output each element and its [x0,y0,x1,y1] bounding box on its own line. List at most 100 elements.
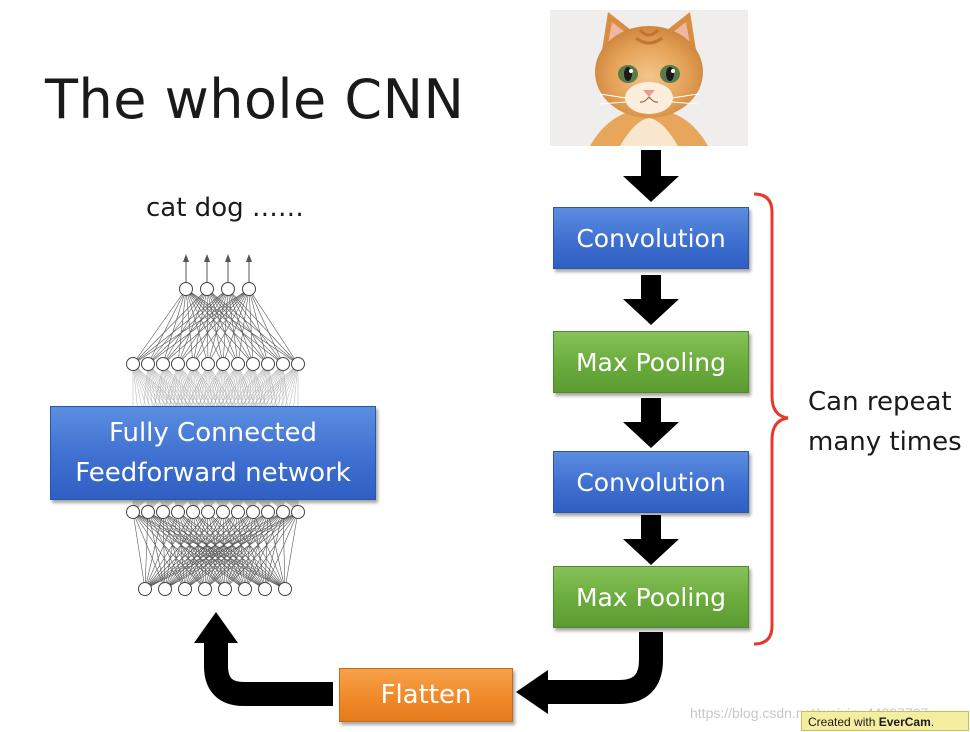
network-node [138,582,152,596]
network-edge [132,511,166,590]
network-edge [224,511,299,590]
network-edge [144,511,239,590]
network-edge [164,511,254,590]
network-node [246,505,260,519]
curved-arrow-to-flatten [546,632,663,704]
network-node [156,357,170,371]
arrow-head-icon [516,670,548,714]
network-node [238,582,252,596]
network-node [231,505,245,519]
network-edge [162,511,186,590]
stage-label: Convolution [576,223,726,253]
network-node [200,282,214,296]
stage-max-pooling-1: Max Pooling [553,331,749,393]
network-edge [147,288,250,365]
stage-max-pooling-2: Max Pooling [553,566,749,628]
network-edge [264,511,299,590]
network-node [171,357,185,371]
network-node [276,505,290,519]
repeat-bracket [753,192,789,646]
down-arrow-icon [623,398,679,448]
network-edge [184,511,254,590]
network-edge [244,511,284,590]
network-edge [147,288,187,365]
network-edge [164,511,239,590]
network-edge [164,511,284,590]
stage-label: Max Pooling [575,582,726,612]
network-node [246,357,260,371]
repeat-label-line2: many times [808,427,962,457]
network-edge [222,288,250,365]
fully-connected-box: Fully Connected Feedforward network [50,406,376,500]
network-edge [164,511,194,590]
network-edge [267,511,286,590]
slide-title: The whole CNN [45,68,465,131]
network-edge [184,511,284,590]
network-edge [144,511,254,590]
network-node [261,505,275,519]
network-edge [144,511,299,590]
network-edge [248,288,284,365]
output-arrow-icon [204,254,210,262]
network-node [171,505,185,519]
network-edge [222,288,229,365]
network-edge [224,511,269,590]
network-edge [162,288,187,365]
network-node [186,505,200,519]
network-edge [192,288,208,365]
network-edge [252,511,286,590]
output-labels: cat dog …… [146,193,304,223]
network-edge [264,511,269,590]
network-edge [147,511,186,590]
network-node [218,582,232,596]
network-node [126,357,140,371]
cat-image [550,10,748,146]
network-edge [164,511,209,590]
network-edge [207,288,229,365]
down-arrow-icon [623,515,679,565]
network-edge [162,288,229,365]
network-edge [177,288,208,365]
network-edge [204,511,269,590]
stage-label: Max Pooling [575,347,726,377]
network-edge [177,288,187,365]
network-edge [164,511,179,590]
network-edge [224,511,284,590]
network-edge [248,288,254,365]
network-edge [177,288,229,365]
network-node [276,357,290,371]
network-node [291,357,305,371]
network-edge [192,288,250,365]
network-edge [282,511,286,590]
output-arrow-icon [183,254,189,262]
evercam-brand: EverCam [878,715,931,729]
network-node [156,505,170,519]
network-edge [185,288,209,365]
network-node [291,505,305,519]
network-edge [162,288,250,365]
network-edge [164,511,269,590]
network-edge [244,511,299,590]
network-edge [177,288,250,365]
network-node [141,505,155,519]
network-node [216,505,230,519]
network-edge [184,511,299,590]
network-node [231,357,245,371]
network-node [126,505,140,519]
network-edge [132,288,229,365]
flatten-label: Flatten [380,680,472,710]
evercam-badge: Created with EverCam. [801,711,969,731]
network-edge [284,511,299,590]
network-edge [244,511,269,590]
network-edge [144,511,284,590]
network-edge [144,511,179,590]
network-edge [248,288,269,365]
network-edge [248,288,299,365]
down-arrow-icon [623,150,679,202]
network-edge [206,288,209,365]
network-edge [252,511,266,590]
curved-arrow-to-network [204,642,333,706]
network-edge [184,511,269,590]
network-edge [224,511,254,590]
